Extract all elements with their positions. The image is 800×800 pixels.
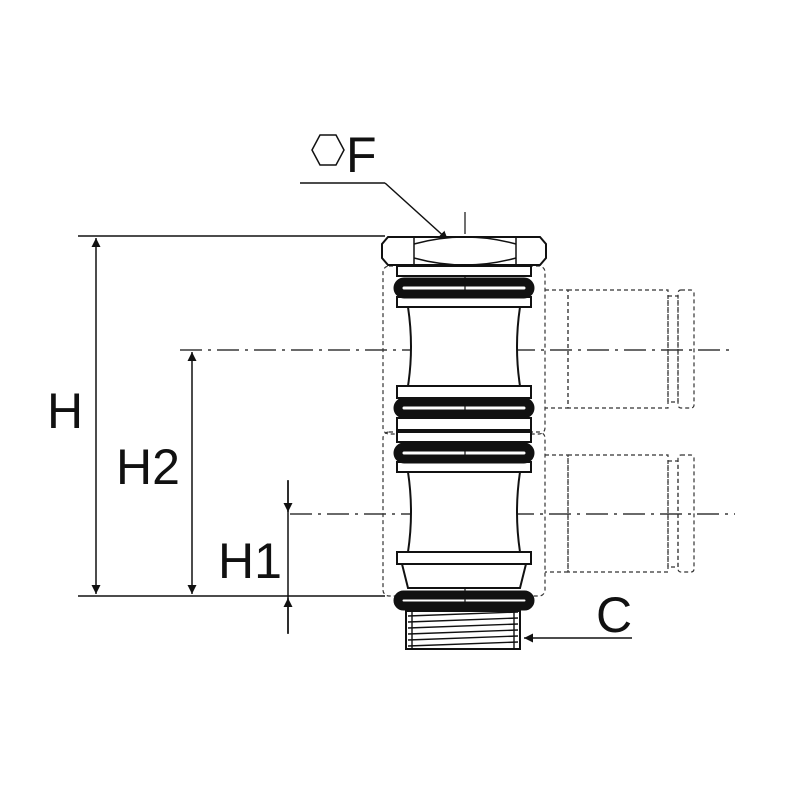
hexagon-icon (311, 134, 345, 166)
hex-nut (381, 236, 547, 266)
dimension-h: H (47, 238, 101, 594)
lower-stem (406, 471, 522, 553)
o-ring-2 (393, 397, 535, 419)
upper-stem (406, 306, 522, 387)
dimension-h2-label: H2 (116, 439, 180, 495)
dimension-h-label: H (47, 383, 83, 439)
thread-label: C (596, 587, 632, 643)
dimension-h2: H2 (116, 352, 197, 594)
thread-callout: C (524, 587, 632, 643)
dimension-h1-label: H1 (218, 533, 282, 589)
fitting-body (381, 236, 547, 650)
extension-lines (78, 182, 385, 597)
dimension-h1: H1 (218, 480, 293, 634)
o-ring-1 (393, 277, 535, 299)
hex-callout: F (311, 127, 449, 241)
o-ring-base (393, 590, 535, 611)
o-ring-3 (393, 442, 535, 464)
hex-label: F (346, 127, 377, 183)
